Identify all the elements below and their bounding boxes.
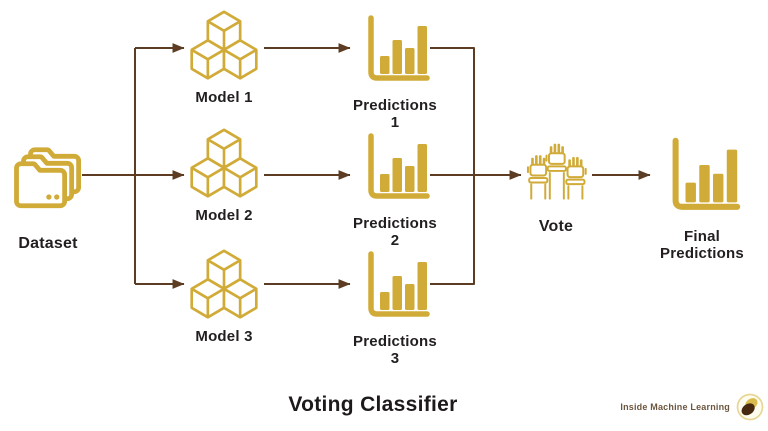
bar-chart-icon: [355, 246, 435, 326]
brand-name: Inside Machine Learning: [620, 402, 730, 412]
bar-chart-icon: [355, 128, 435, 208]
bar-chart-icon: [658, 132, 746, 220]
model-3-node: Model 3: [184, 247, 264, 345]
predictions-2-label: Predictions 2: [353, 215, 437, 250]
predictions-3-node: Predictions 3: [347, 246, 443, 368]
model-3-label: Model 3: [195, 328, 253, 345]
model-2-node: Model 2: [184, 126, 264, 224]
predictions-2-node: Predictions 2: [347, 128, 443, 250]
model-2-label: Model 2: [195, 207, 253, 224]
bean-logo-icon: [736, 393, 764, 421]
brand: Inside Machine Learning: [620, 392, 764, 422]
vote-node: Vote: [516, 140, 596, 236]
dataset-label: Dataset: [18, 235, 78, 252]
vote-label: Vote: [538, 218, 574, 235]
dataset-node: Dataset: [4, 141, 92, 253]
raised-hands-icon: [523, 140, 589, 206]
folders-icon: [13, 141, 83, 211]
cubes-icon: [186, 126, 262, 202]
final-predictions-label: Final Predictions: [660, 228, 744, 263]
bar-chart-icon: [355, 10, 435, 90]
predictions-3-label: Predictions 3: [353, 333, 437, 368]
model-1-node: Model 1: [184, 8, 264, 106]
predictions-1-node: Predictions 1: [347, 10, 443, 132]
cubes-icon: [186, 8, 262, 84]
final-predictions-node: Final Predictions: [652, 132, 752, 263]
model-1-label: Model 1: [195, 89, 253, 106]
cubes-icon: [186, 247, 262, 323]
predictions-1-label: Predictions 1: [353, 97, 437, 132]
diagram-title: Voting Classifier: [288, 393, 458, 416]
connector-right-bracket: [430, 47, 475, 285]
